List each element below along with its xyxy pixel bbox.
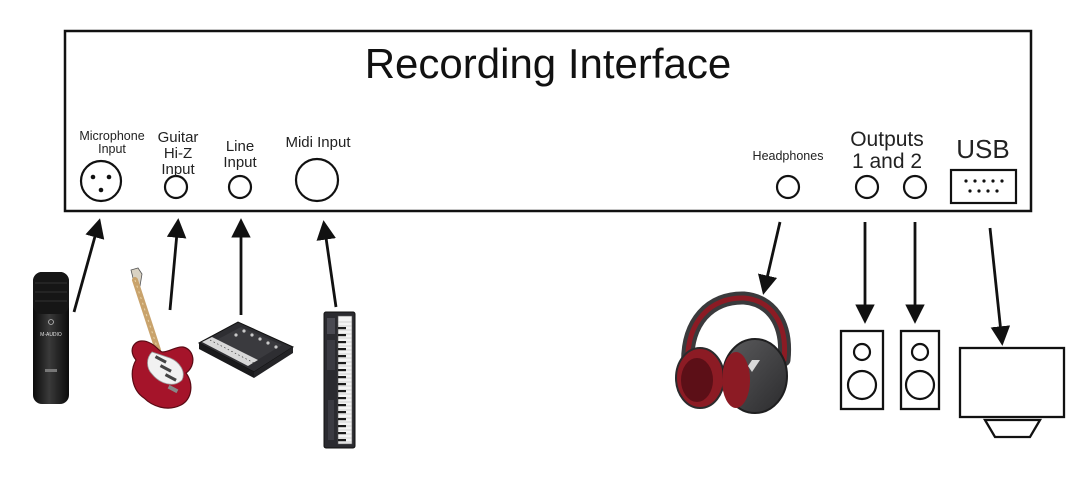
piano-black-key [338, 418, 346, 421]
microphone-icon: M-AUDIO [33, 272, 69, 404]
midi-keyboard-icon [323, 311, 356, 449]
microphone-xlr-jack [79, 159, 123, 203]
arrow-headphones [757, 221, 782, 295]
arrow-usb [988, 227, 1011, 346]
piano-black-key [338, 390, 346, 393]
piano-black-key [338, 397, 346, 400]
piano-black-key [338, 404, 346, 407]
guitar-input-label: Guitar Hi-Z Input [157, 129, 199, 178]
microphone-brand: M-AUDIO [40, 332, 62, 338]
computer-monitor-icon [958, 346, 1066, 439]
line-input-label: Line Input [223, 138, 257, 171]
guitar-jack [163, 174, 189, 200]
arrow-microphone [72, 218, 105, 313]
line-jack [227, 174, 253, 200]
outputs-label: Outputs 1 and 2 [850, 128, 924, 174]
midi-input-label: Midi Input [285, 134, 351, 151]
electric-guitar-icon [130, 267, 194, 409]
headphones-jack [775, 174, 801, 200]
speaker-right-icon [899, 329, 941, 411]
piano-black-key [338, 355, 346, 358]
piano-black-key [338, 334, 346, 337]
output-1-jack [854, 174, 880, 200]
piano-black-key [338, 362, 346, 365]
piano-black-key [338, 439, 346, 442]
speaker-left-icon [839, 329, 885, 411]
piano-black-key [338, 348, 346, 351]
piano-black-key [338, 425, 346, 428]
headphones-label: Headphones [752, 149, 824, 163]
piano-black-key [338, 411, 346, 414]
synthesizer-icon [197, 321, 295, 378]
piano-black-key [338, 369, 346, 372]
arrow-guitar [166, 218, 187, 311]
output-2-jack [902, 174, 928, 200]
headphones-icon [675, 291, 792, 414]
arrow-midi [316, 220, 338, 308]
usb-port [949, 168, 1018, 205]
page-title: Recording Interface [364, 40, 732, 87]
usb-label: USB [956, 134, 1010, 164]
piano-black-key [338, 383, 346, 386]
microphone-input-label: Microphone Input [79, 129, 145, 157]
piano-black-key [338, 432, 346, 435]
midi-jack [294, 157, 340, 203]
piano-black-key [338, 327, 346, 330]
piano-black-key [338, 376, 346, 379]
piano-black-key [338, 341, 346, 344]
